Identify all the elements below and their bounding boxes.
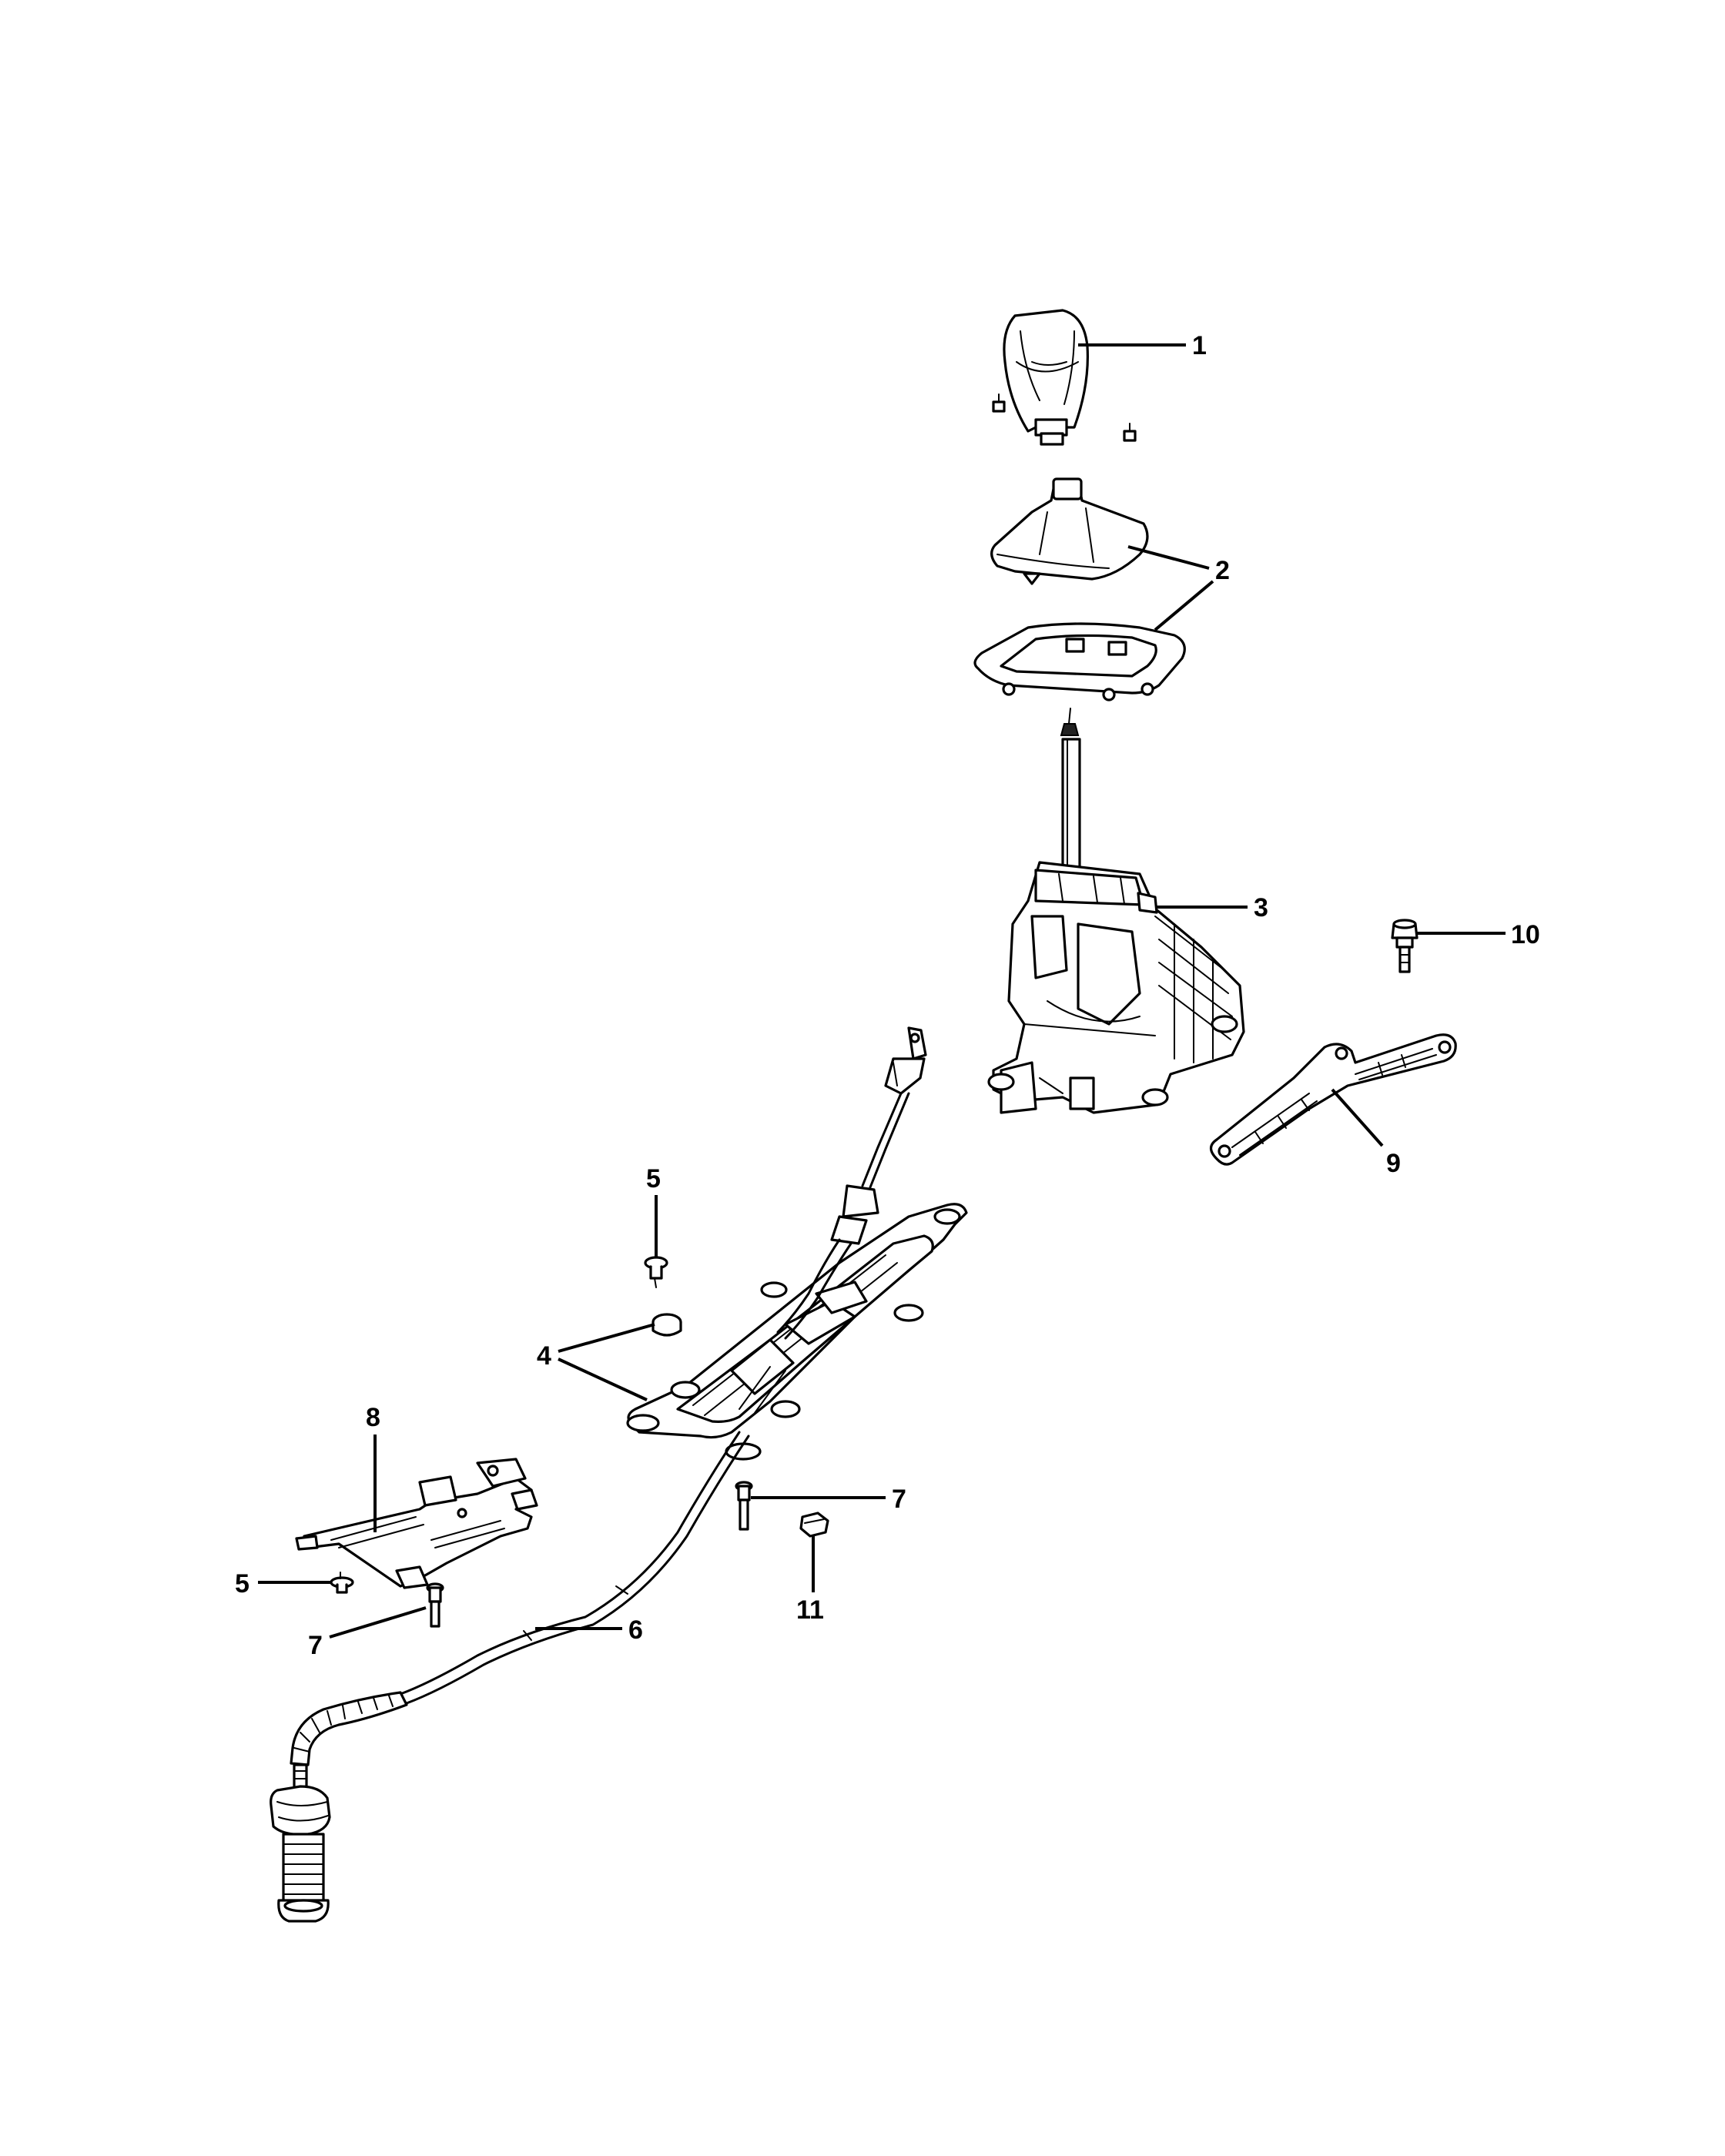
shift-cable bbox=[270, 1026, 927, 1923]
knob-retainer-pin bbox=[992, 393, 1006, 413]
bolt bbox=[1391, 919, 1419, 973]
grommet-plug bbox=[651, 1313, 682, 1337]
shift-knob bbox=[1003, 309, 1089, 446]
callout-10: 10 bbox=[1511, 920, 1540, 949]
cable-bracket-plate bbox=[626, 1203, 968, 1461]
shift-bezel bbox=[973, 622, 1186, 701]
leader-7 bbox=[329, 1606, 427, 1639]
callout-1: 1 bbox=[1192, 331, 1207, 360]
callout-9: 9 bbox=[1386, 1149, 1401, 1178]
rivet bbox=[735, 1481, 753, 1531]
knob-retainer-pin bbox=[1123, 423, 1137, 442]
callout-11: 11 bbox=[796, 1595, 824, 1625]
callout-2: 2 bbox=[1215, 556, 1230, 585]
rivet bbox=[426, 1582, 444, 1628]
push-pin bbox=[644, 1256, 668, 1288]
callout-5-lower: 5 bbox=[235, 1569, 250, 1599]
callout-4: 4 bbox=[537, 1341, 551, 1371]
leader-2 bbox=[1154, 580, 1214, 631]
leader-9 bbox=[1331, 1088, 1384, 1147]
leader-lines bbox=[258, 343, 1506, 1639]
callout-5-upper: 5 bbox=[646, 1164, 661, 1194]
leader-4 bbox=[558, 1358, 648, 1401]
nut bbox=[799, 1512, 829, 1538]
callout-6: 6 bbox=[628, 1615, 643, 1645]
callout-numbers: 1 2 3 10 9 5 4 8 7 11 5 7 6 bbox=[235, 331, 1540, 1660]
bracket bbox=[1209, 1033, 1457, 1166]
leader-2 bbox=[1127, 545, 1210, 570]
leader-4 bbox=[558, 1323, 655, 1353]
shifter-mechanism bbox=[987, 708, 1245, 1114]
callout-3: 3 bbox=[1254, 893, 1268, 922]
mounting-bracket bbox=[295, 1458, 538, 1589]
callout-7-left: 7 bbox=[308, 1631, 323, 1660]
push-pin bbox=[330, 1572, 354, 1594]
callout-7-right: 7 bbox=[892, 1485, 906, 1514]
shift-boot bbox=[990, 477, 1149, 585]
callout-8: 8 bbox=[366, 1403, 380, 1432]
